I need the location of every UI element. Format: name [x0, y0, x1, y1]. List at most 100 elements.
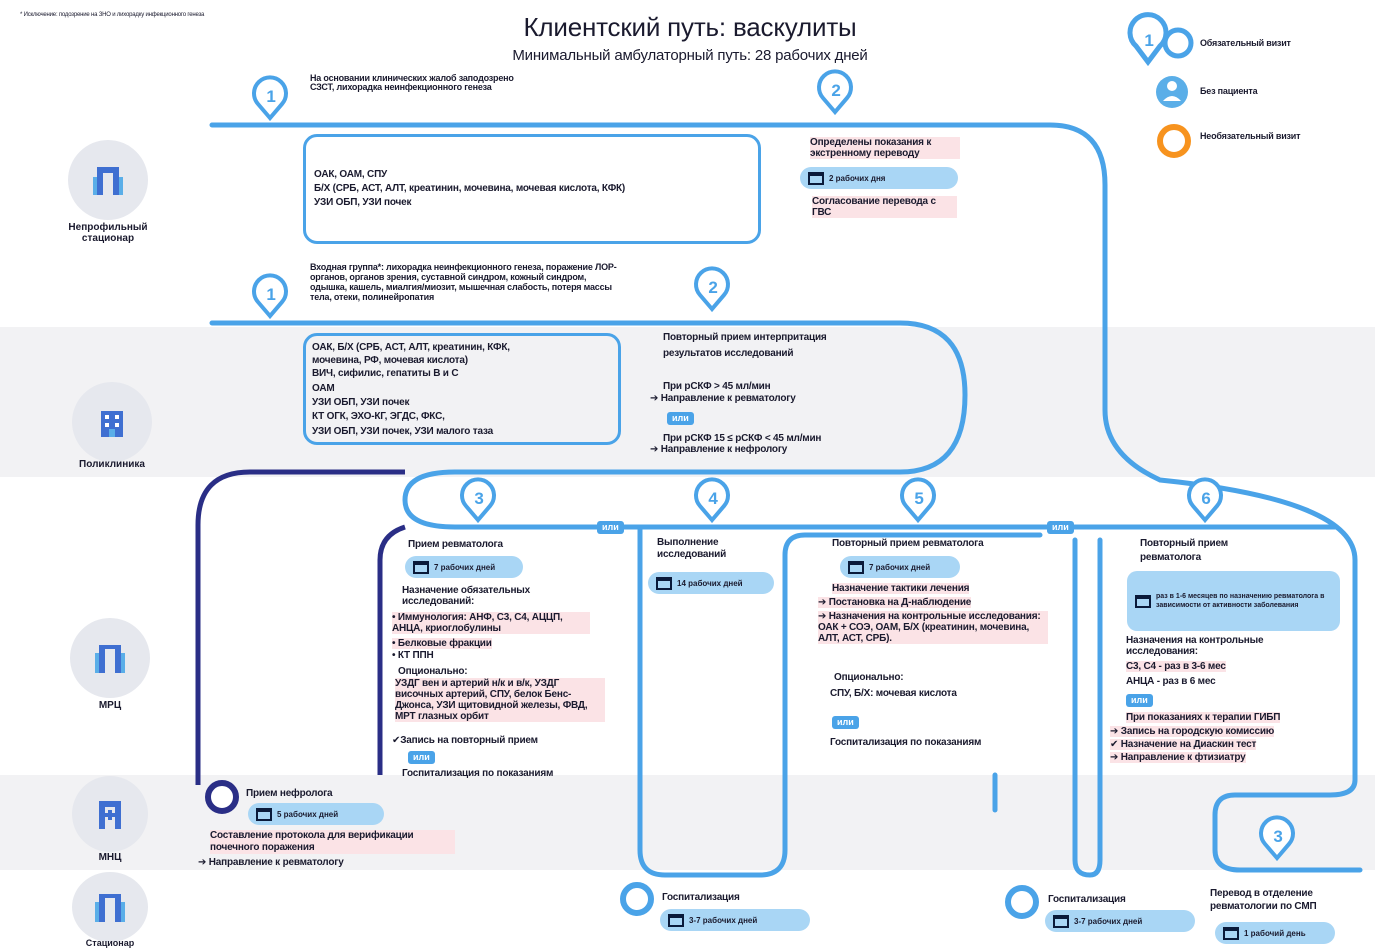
page-title: Клиентский путь: васкулиты — [523, 12, 857, 42]
hospital-h1-duration: 3-7 рабочих дней — [660, 909, 810, 931]
box-line: ОАК, Б/Х (СРБ, АСТ, АЛТ, креатинин, КФК, — [312, 342, 510, 353]
box-line: УЗИ ОБП, УЗИ почек — [312, 397, 410, 408]
bullet-label: Иммунология: АНФ, С3, С4, АЦЦП, АНЦА, кр… — [392, 612, 563, 634]
legend-mandatory-label: Обязательный визит — [1200, 38, 1291, 48]
s4-title: Выполнение исследований — [657, 537, 727, 560]
nonprofile-hospital-icon — [68, 140, 148, 220]
step-number: 1 — [266, 87, 276, 106]
s6-title: Повторный прием ревматолога — [1140, 538, 1228, 563]
arrow-label: Постановка на Д-наблюдение — [828, 597, 972, 608]
page-subtitle: Минимальный амбулаторный путь: 28 рабочи… — [512, 47, 868, 64]
s6-line: При показаниях к терапии ГИБП — [1126, 712, 1281, 723]
duration-label: 2 рабочих дня — [829, 173, 886, 183]
calendar-icon — [848, 560, 864, 574]
s3-duration: 7 рабочих дней — [405, 556, 523, 578]
arrow-label: Назначение на Диаскин тест — [1120, 739, 1257, 750]
nonprofile-tests-box: ОАК, ОАМ, СПУ Б/Х (СРБ, АСТ, АЛТ, креати… — [303, 134, 761, 244]
s3-opt-head: Опционально: — [398, 666, 468, 677]
polyclinic-cond1: При рСКФ > 45 мл/мин — [663, 381, 771, 392]
polyclinic-step2-text: Повторный прием интерпритация результато… — [663, 332, 827, 359]
s5-hosp: Госпитализация по показаниям — [830, 737, 982, 748]
s3-head: Назначение обязательных исследований: — [402, 585, 531, 607]
arrow-label: Назначения на контрольные исследования: … — [818, 611, 1041, 644]
duration-label: 5 рабочих дней — [277, 809, 339, 819]
polyclinic-tests-box: ОАК, Б/Х (СРБ, АСТ, АЛТ, креатинин, КФК,… — [303, 333, 621, 445]
s3-check: ✔Запись на повторный прием — [392, 735, 538, 746]
polyclinic-icon — [72, 382, 152, 462]
or-badge: или — [667, 412, 694, 425]
hospital-h2: Госпитализация — [1048, 894, 1126, 905]
duration-label: 3-7 рабочих дней — [689, 915, 758, 925]
lane-label-hospital: Стационар — [85, 938, 135, 948]
or-badge: или — [408, 751, 435, 764]
lane-label-nonprofile: Непрофильный стационар — [68, 222, 148, 244]
box-line: мочевина, РФ, мочевая кислота) — [312, 355, 468, 366]
hospital-h3-duration: 1 рабочий день — [1215, 922, 1335, 944]
step-number: 2 — [831, 81, 841, 100]
nonprofile-step2-note: Согласование перевода с ГВС — [812, 196, 957, 218]
s5-line: Назначение тактики лечения — [832, 583, 970, 594]
calendar-icon — [808, 171, 824, 185]
arrow-label: Запись на городскую комиссию — [1120, 726, 1275, 737]
mnc-arrow: ➔ Направление к ревматологу — [198, 857, 344, 868]
lane-label-polyclinic: Поликлиника — [79, 459, 145, 470]
mnc-title: Прием нефролога — [246, 788, 333, 799]
calendar-icon — [668, 913, 684, 927]
box-line: УЗИ ОБП, УЗИ почек, УЗИ малого таза — [312, 426, 493, 437]
s6-line: АНЦА - раз в 6 мес — [1126, 676, 1216, 687]
mrc-icon — [70, 618, 150, 698]
duration-label: 7 рабочих дней — [434, 562, 496, 572]
step-number: 3 — [474, 489, 484, 508]
lane-band-polyclinic — [0, 327, 1375, 477]
step-number: 3 — [1273, 827, 1283, 846]
s6-arrow: ➔ Запись на городскую комиссию — [1110, 726, 1275, 737]
hospital-icon — [72, 872, 148, 942]
step-number: 5 — [914, 489, 924, 508]
calendar-icon — [1053, 914, 1069, 928]
step-number: 2 — [708, 278, 718, 297]
arrow-label: Направление к ревматологу — [208, 857, 344, 868]
polyclinic-cond1-arrow: ➔ Направление к ревматологу — [650, 393, 796, 404]
arrow-label: Направление к нефрологу — [660, 444, 788, 455]
s5-duration: 7 рабочих дней — [840, 556, 960, 578]
calendar-icon — [256, 807, 272, 821]
legend-optional-label: Необязательный визит — [1200, 131, 1301, 141]
lane-label-mrc: МРЦ — [98, 700, 122, 711]
mnc-duration: 5 рабочих дней — [248, 803, 384, 825]
s6-duration: раз в 1-6 месяцев по назначению ревматол… — [1127, 571, 1340, 631]
s3-hosp: Госпитализация по показаниям — [402, 768, 554, 779]
footnote: * Исключение: подозрение на ЗНО и лихора… — [20, 12, 205, 18]
nonprofile-step2-text: Определены показания к экстренному перев… — [810, 137, 960, 159]
polyclinic-cond2-arrow: ➔ Направление к нефрологу — [650, 444, 788, 455]
s3-bullet: • Белковые фракции — [392, 638, 492, 649]
step-number: 6 — [1201, 489, 1211, 508]
legend-pin-number: 1 — [1144, 31, 1154, 50]
bullet-label: КТ ППН — [397, 650, 434, 661]
mnc-text: Составление протокола для верификации по… — [210, 830, 455, 854]
or-badge: или — [597, 521, 624, 534]
s6-line: С3, С4 - раз в 3-6 мес — [1126, 661, 1226, 672]
hospital-h3: Перевод в отделение ревматологии по СМП — [1210, 888, 1317, 912]
s5-opt-head: Опционально: — [834, 672, 904, 683]
bullet-label: Белковые фракции — [397, 638, 492, 649]
box-line: КТ ОГК, ЭХО-КГ, ЭГДС, ФКС, — [312, 411, 445, 422]
s3-bullet: • Иммунология: АНФ, С3, С4, АЦЦП, АНЦА, … — [392, 612, 590, 634]
lane-label-mnc: МНЦ — [98, 852, 122, 863]
or-badge: или — [1047, 521, 1074, 534]
duration-label: 14 рабочих дней — [677, 578, 743, 588]
s3-title: Прием ревматолога — [408, 539, 503, 550]
calendar-icon — [1135, 594, 1151, 608]
s5-opt: СПУ, Б/Х: мочевая кислота — [830, 688, 957, 699]
s5-title: Повторный прием ревматолога — [832, 538, 984, 549]
calendar-icon — [656, 576, 672, 590]
s4-duration: 14 рабочих дней — [648, 572, 774, 594]
nonprofile-step2-duration: 2 рабочих дня — [800, 167, 958, 189]
s5-arrow: ➔ Назначения на контрольные исследования… — [818, 611, 1048, 644]
duration-label: 7 рабочих дней — [869, 562, 931, 572]
step-number: 4 — [708, 489, 718, 508]
box-line: ОАК, ОАМ, СПУ — [314, 169, 388, 180]
or-badge: или — [1126, 694, 1153, 707]
hospital-h1: Госпитализация — [662, 892, 740, 903]
box-line: Б/Х (СРБ, АСТ, АЛТ, креатинин, мочевина,… — [314, 183, 626, 194]
s6-arrow: ➔ Направление к фтизиатру — [1110, 752, 1246, 763]
